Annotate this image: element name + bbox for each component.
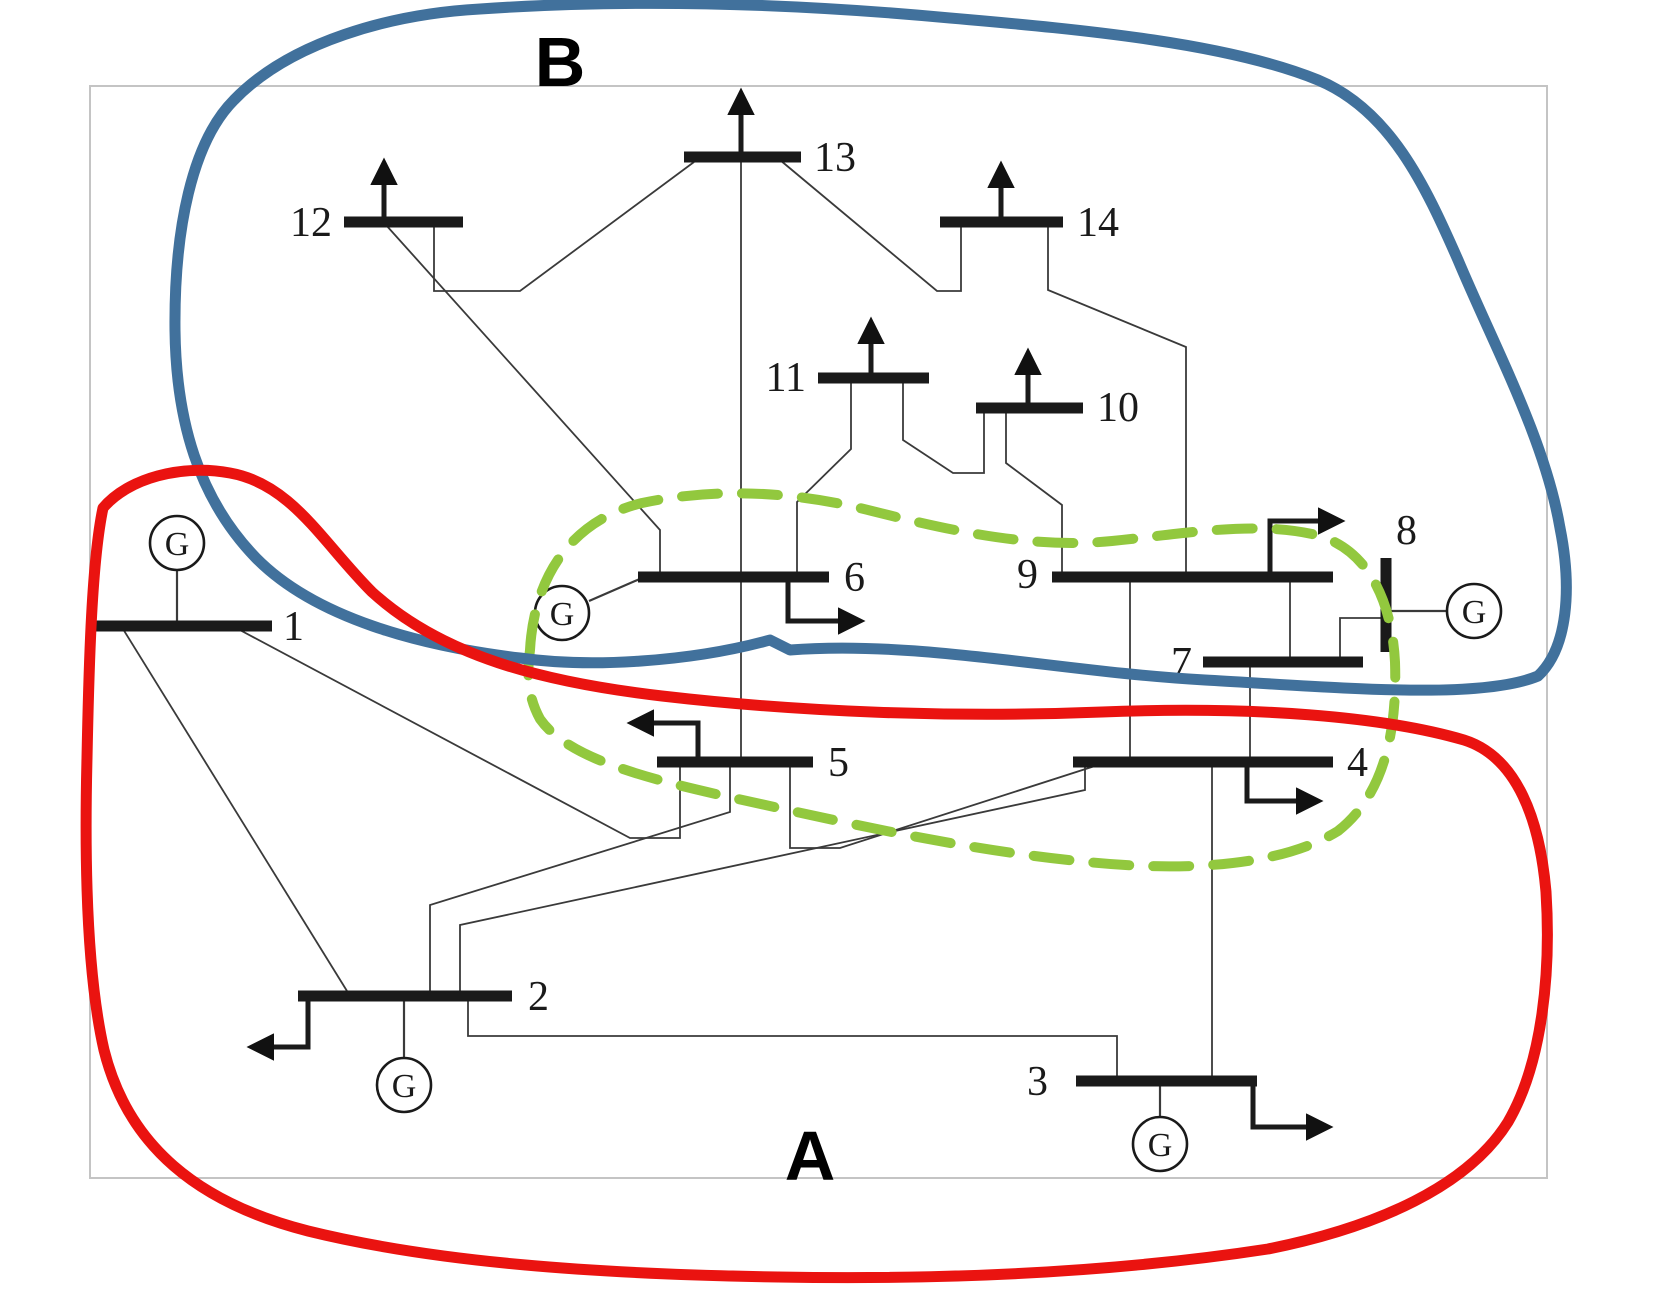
generator-label: G	[165, 526, 190, 563]
bus-8-label: 8	[1396, 508, 1417, 554]
generator-label: G	[392, 1068, 417, 1105]
branch-line-9-14	[1047, 225, 1187, 572]
generator-label: G	[550, 596, 575, 633]
load-arrow-icon-bus2	[246, 998, 311, 1061]
branch-line-1-5	[237, 628, 681, 839]
generator-icon-bus2	[375, 1056, 433, 1114]
branch-lines	[122, 159, 1446, 1116]
bus-2-label: 2	[528, 974, 549, 1020]
load-arrows	[246, 87, 1346, 1141]
branch-line-12-13	[433, 161, 695, 292]
generator-label: G	[1462, 594, 1487, 631]
branch-line-13-14	[779, 159, 962, 292]
load-arrow-icon-bus6	[785, 580, 866, 635]
bus-6-label: 6	[844, 555, 865, 601]
generator-label: G	[1148, 1127, 1173, 1164]
branch-line-6-11	[796, 381, 852, 572]
bus-3-label: 3	[1027, 1059, 1048, 1105]
generator-icon-bus8	[1445, 582, 1503, 640]
generator-icon-bus1	[148, 514, 206, 572]
bus-12-label: 12	[290, 200, 332, 246]
bus-13-label: 13	[814, 135, 856, 181]
load-arrow-icon-bus4	[1244, 764, 1324, 815]
branch-line-10-11	[902, 381, 985, 474]
generator-icon-bus3	[1131, 1115, 1189, 1173]
region-a-label: A	[785, 1117, 836, 1195]
branch-line-2-5	[429, 765, 731, 991]
branch-line-2-3	[467, 999, 1118, 1077]
load-arrow-icon-bus3	[1250, 1083, 1334, 1141]
bus-14-label: 14	[1077, 200, 1119, 246]
bus-10-label: 10	[1097, 385, 1139, 431]
generator-labels: G G G G G	[165, 526, 1487, 1164]
load-arrow-icon-bus5	[626, 709, 701, 758]
bus-11-label: 11	[766, 355, 806, 401]
zone-overlap-outline	[523, 488, 1401, 872]
generator-connector-bus6	[588, 576, 643, 603]
branch-line-4-5	[789, 764, 1099, 849]
region-b-outline	[169, 0, 1572, 696]
region-b-label: B	[535, 23, 586, 101]
load-arrow-icon-bus9	[1267, 507, 1346, 573]
branch-line-2-4	[459, 765, 1086, 991]
branch-line-1-2	[122, 628, 348, 992]
bus-4-label: 4	[1347, 740, 1368, 786]
bus-5-label: 5	[828, 740, 849, 786]
generators	[148, 514, 1503, 1173]
bus-bars	[88, 151, 1392, 1087]
region-a-outline	[80, 464, 1553, 1284]
bus-1-label: 1	[283, 604, 304, 650]
branch-line-7-8	[1339, 617, 1384, 657]
bus-9-label: 9	[1017, 552, 1038, 598]
branch-line-6-12	[385, 224, 661, 572]
